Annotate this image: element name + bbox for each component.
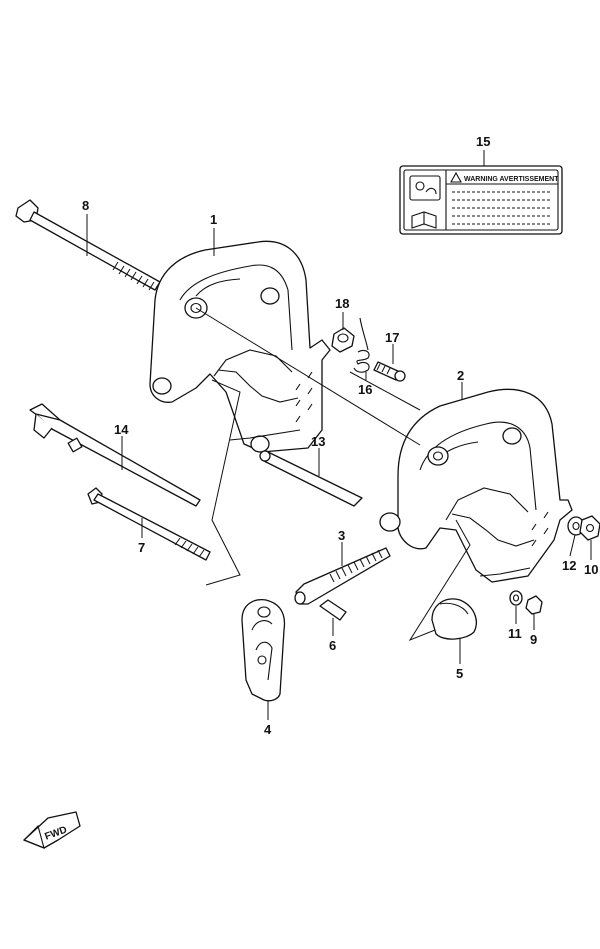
callout-1: 1 (210, 212, 217, 227)
axis-line-upper (195, 307, 421, 446)
warning-label-heading: WARNING AVERTISSEMENT (464, 176, 559, 183)
guide-line-2 (408, 519, 471, 642)
callout-16: 16 (358, 382, 372, 397)
callout-15: 15 (476, 134, 490, 149)
part-14-rod (29, 403, 201, 507)
warning-triangle-icon (450, 171, 462, 183)
part-17-screw (373, 361, 406, 382)
callout-5: 5 (456, 666, 463, 681)
callout-3: 3 (338, 528, 345, 543)
guide-line-1 (205, 379, 241, 586)
manual-book-icon (411, 211, 437, 229)
callout-11: 11 (508, 626, 522, 641)
part-6-pin (319, 599, 347, 621)
part-9-nut (525, 595, 543, 615)
part-4-lever (241, 598, 286, 702)
part-1-clamp-bracket (149, 240, 331, 453)
callout-leaders (86, 150, 592, 720)
part-3-screw-shaft (294, 547, 391, 605)
callout-12: 12 (562, 558, 576, 573)
part-13-shaft (259, 450, 363, 507)
callout-7: 7 (138, 540, 145, 555)
callout-13: 13 (311, 434, 325, 449)
part-8-bolt (15, 199, 161, 291)
callout-9: 9 (530, 632, 537, 647)
label-pictogram-icon (409, 175, 441, 201)
part-5-cap (431, 598, 477, 640)
part-16-spring (353, 317, 370, 373)
callout-18: 18 (335, 296, 349, 311)
callout-10: 10 (584, 562, 598, 577)
part-18-bushing (331, 327, 355, 353)
axis-line-mid (349, 371, 421, 411)
callout-8: 8 (82, 198, 89, 213)
part-11-washer (509, 590, 523, 606)
callout-14: 14 (114, 422, 129, 437)
callouts: 8 1 15 18 17 16 2 14 13 7 3 6 5 4 12 10 … (82, 134, 598, 737)
fwd-direction-badge: FWD (23, 811, 81, 849)
callout-2: 2 (457, 368, 464, 383)
part-15-warning-label: WARNING AVERTISSEMENT (399, 165, 563, 235)
part-7-bolt (87, 487, 211, 561)
callout-6: 6 (329, 638, 336, 653)
part-2-clamp-bracket (379, 388, 573, 583)
callout-4: 4 (264, 722, 272, 737)
callout-17: 17 (385, 330, 399, 345)
part-10-nut (579, 515, 600, 541)
